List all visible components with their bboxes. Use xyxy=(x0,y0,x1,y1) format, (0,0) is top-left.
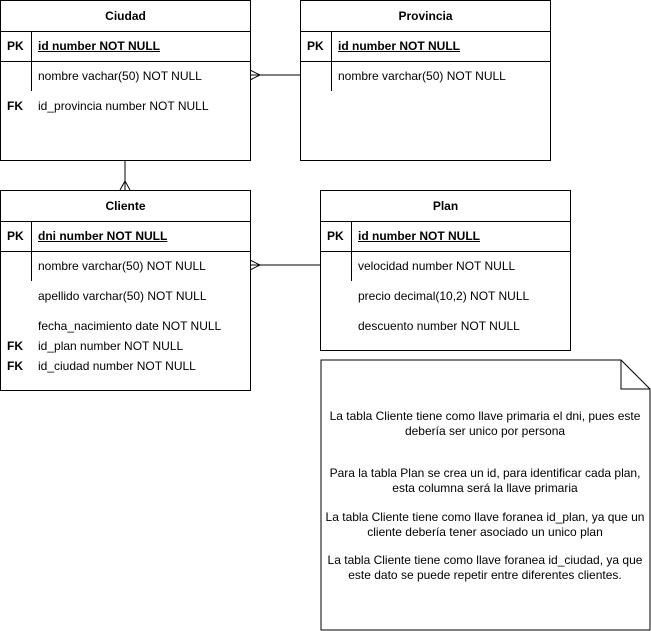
field-name: nombre varchar(50) NOT NULL xyxy=(338,69,506,83)
field-name: velocidad number NOT NULL xyxy=(358,259,516,273)
pk-label: PK xyxy=(7,39,24,53)
entity-title: Ciudad xyxy=(1,1,250,32)
field-name: id number NOT NULL xyxy=(38,39,160,53)
table-row: FK id_plan number NOT NULL xyxy=(1,336,250,356)
note-paragraph: Para la tabla Plan se crea un id, para i… xyxy=(329,466,641,495)
row-separator xyxy=(301,61,550,62)
field-name: id number NOT NULL xyxy=(358,229,480,243)
table-row: precio decimal(10,2) NOT NULL xyxy=(321,286,570,306)
entity-title: Cliente xyxy=(1,191,250,222)
field-name: id_provincia number NOT NULL xyxy=(38,99,209,113)
table-row: velocidad number NOT NULL xyxy=(321,256,570,276)
field-name: nombre vachar(50) NOT NULL xyxy=(38,69,202,83)
fk-label: FK xyxy=(7,339,23,353)
table-row: nombre vachar(50) NOT NULL xyxy=(1,66,250,86)
fk-label: FK xyxy=(7,359,23,373)
pk-label: PK xyxy=(327,229,344,243)
crowfoot-ciudad xyxy=(249,69,262,81)
field-name: precio decimal(10,2) NOT NULL xyxy=(358,289,530,303)
table-row: PK id number NOT NULL xyxy=(301,36,550,56)
crowfoot-cliente-plan xyxy=(249,259,262,271)
note-shape xyxy=(320,359,651,631)
table-row: FK id_provincia number NOT NULL xyxy=(1,96,250,116)
crowfoot-cliente-ciudad xyxy=(119,179,131,191)
entity-title: Provincia xyxy=(301,1,550,32)
table-row: apellido varchar(50) NOT NULL xyxy=(1,286,250,306)
row-separator xyxy=(1,61,250,62)
field-name: fecha_nacimiento date NOT NULL xyxy=(38,319,222,333)
table-row: PK id number NOT NULL xyxy=(321,226,570,246)
table-row: descuento number NOT NULL xyxy=(321,316,570,336)
entity-plan: Plan PK id number NOT NULL velocidad num… xyxy=(320,190,571,351)
table-row: PK dni number NOT NULL xyxy=(1,226,250,246)
field-name: id_plan number NOT NULL xyxy=(38,339,184,353)
row-separator xyxy=(1,251,250,252)
field-name: nombre varchar(50) NOT NULL xyxy=(38,259,206,273)
table-row: fecha_nacimiento date NOT NULL xyxy=(1,316,250,336)
row-separator xyxy=(321,251,570,252)
entity-cliente: Cliente PK dni number NOT NULL nombre va… xyxy=(0,190,251,391)
field-name: id number NOT NULL xyxy=(338,39,460,53)
field-name: descuento number NOT NULL xyxy=(358,319,520,333)
entity-ciudad: Ciudad PK id number NOT NULL nombre vach… xyxy=(0,0,251,161)
fk-label: FK xyxy=(7,99,23,113)
entity-title: Plan xyxy=(321,191,570,222)
note-fold xyxy=(620,360,650,390)
table-row: nombre varchar(50) NOT NULL xyxy=(1,256,250,276)
pk-label: PK xyxy=(307,39,324,53)
table-row: nombre varchar(50) NOT NULL xyxy=(301,66,550,86)
field-name: dni number NOT NULL xyxy=(38,229,168,243)
note-paragraph: La tabla Cliente tiene como llave forane… xyxy=(327,553,643,582)
note-paragraph: La tabla Cliente tiene como llave forane… xyxy=(325,510,645,539)
note-paragraph: La tabla Cliente tiene como llave primar… xyxy=(329,409,641,438)
field-name: apellido varchar(50) NOT NULL xyxy=(38,289,207,303)
entity-provincia: Provincia PK id number NOT NULL nombre v… xyxy=(300,0,551,161)
table-row: PK id number NOT NULL xyxy=(1,36,250,56)
table-row: FK id_ciudad number NOT NULL xyxy=(1,356,250,376)
field-name: id_ciudad number NOT NULL xyxy=(38,359,196,373)
pk-label: PK xyxy=(7,229,24,243)
